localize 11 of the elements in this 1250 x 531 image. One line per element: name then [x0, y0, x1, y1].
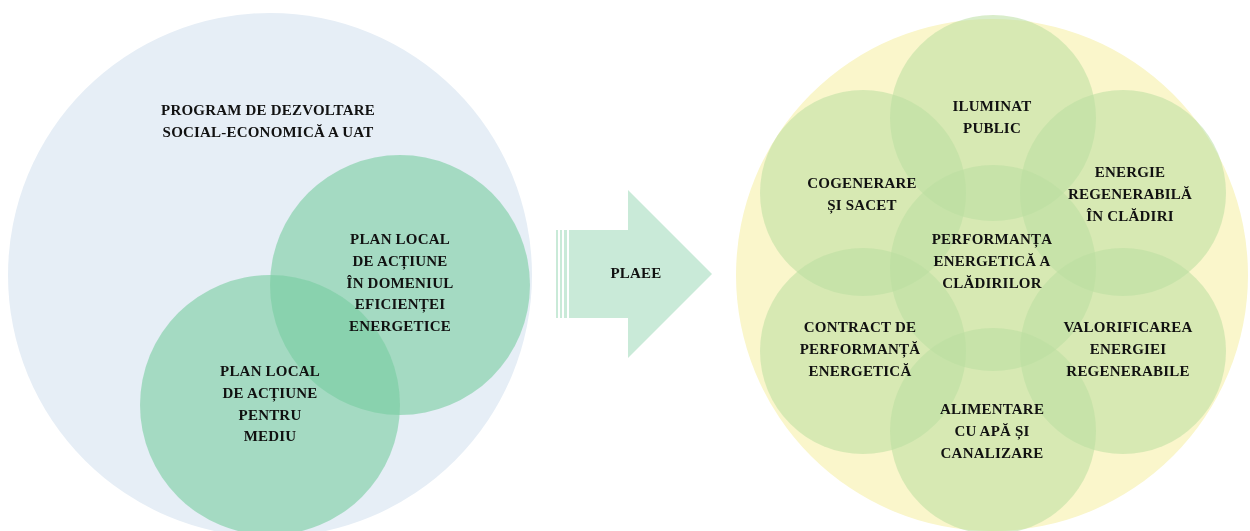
node-label: ILUMINAT PUBLIC — [951, 97, 1033, 138]
node-label: PERFORMANȚA ENERGETICĂ A CLĂDIRILOR — [930, 230, 1054, 293]
node-label: ENERGIE REGENERABILĂ ÎN CLĂDIRI — [1066, 163, 1194, 226]
node-label: PLAN LOCAL DE ACȚIUNE ÎN DOMENIUL EFICIENȚEI ENERGETICE — [345, 229, 455, 336]
node-label: CONTRACT DE PERFORMANȚĂ ENERGETICĂ — [798, 318, 922, 381]
node-label: COGENERARE ȘI SACET — [806, 174, 918, 216]
node-label: PROGRAM DE DEZVOLTARE SOCIAL-ECONOMICĂ A UAT — [160, 101, 376, 142]
node-label: ALIMENTARE CU APĂ ȘI CANALIZARE — [938, 400, 1046, 463]
node-label: PLAEE — [609, 264, 663, 284]
node-label: PLAN LOCAL DE ACȚIUNE PENTRU MEDIU — [219, 361, 321, 446]
node-label: VALORIFICAREA ENERGIEI REGENERABILE — [1062, 318, 1194, 381]
